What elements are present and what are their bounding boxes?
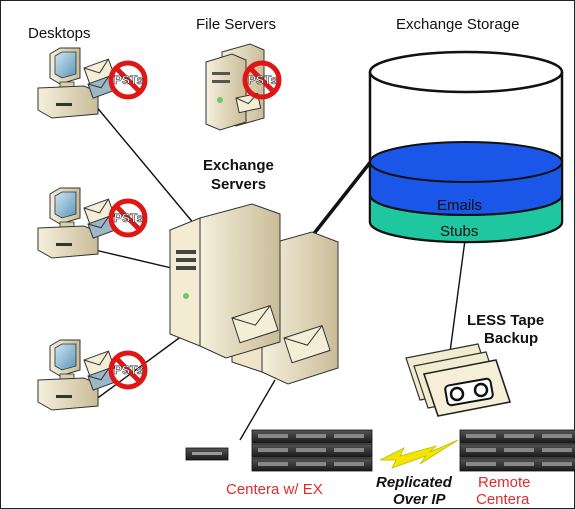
svg-text:PSTs: PSTs (114, 363, 143, 377)
emails-band-label: Emails (437, 197, 482, 214)
lightning-bolt-icon (379, 439, 459, 469)
centera-rack-icon (459, 429, 575, 472)
replicated-label-2: Over IP (393, 491, 447, 508)
desktop-computer-icon (37, 47, 116, 119)
svg-text:PSTs: PSTs (248, 73, 277, 87)
no-pst-sign-icon: PSTs (245, 63, 279, 97)
storage-link (303, 158, 374, 247)
remote-centera-label-2: Centera (476, 491, 530, 508)
centera-rack-icon (185, 429, 373, 472)
exchange-servers-label-2: Servers (211, 176, 266, 193)
stubs-band-label: Stubs (440, 223, 478, 240)
less-tape-label-2: Backup (484, 330, 538, 347)
tape-cartridge-icon (405, 343, 512, 417)
file-server-icon (205, 43, 265, 131)
storage-cylinder-icon (368, 50, 564, 244)
svg-text:PSTs: PSTs (114, 73, 143, 87)
less-tape-label-1: LESS Tape (467, 312, 544, 329)
no-pst-sign-icon: PSTs (111, 353, 145, 387)
desktop-computer-icon (37, 187, 116, 259)
no-pst-sign-icon: PSTs (111, 201, 145, 235)
exchange-server-icon (169, 203, 339, 385)
remote-centera-label-1: Remote (478, 474, 531, 491)
desktop-computer-icon (37, 339, 116, 411)
file-servers-label: File Servers (196, 16, 276, 33)
exchange-servers-label-1: Exchange (203, 157, 274, 174)
desktops-label: Desktops (28, 25, 91, 42)
no-pst-sign-icon: PSTs (111, 63, 145, 97)
svg-text:PSTs: PSTs (114, 211, 143, 225)
centera-ex-label: Centera w/ EX (226, 481, 323, 498)
exchange-storage-label: Exchange Storage (396, 16, 519, 33)
replicated-label-1: Replicated (376, 474, 453, 491)
